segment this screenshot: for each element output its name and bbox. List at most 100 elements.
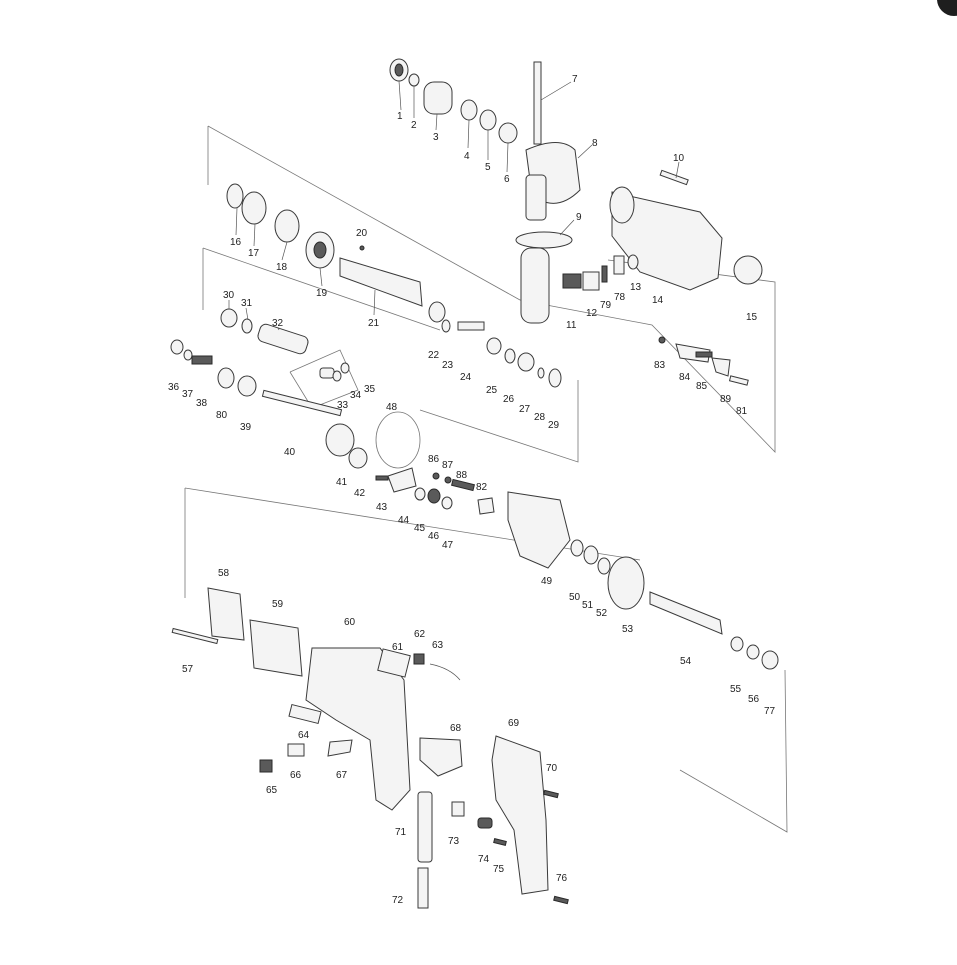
callout-27: 27 [519, 404, 531, 415]
callout-28: 28 [534, 412, 546, 423]
part-64 [288, 703, 322, 725]
part-75 [493, 838, 507, 846]
callout-40: 40 [284, 447, 296, 458]
callout-11: 11 [566, 320, 577, 331]
callout-82: 82 [476, 482, 488, 493]
part-36 [170, 339, 184, 355]
callout-15: 15 [746, 312, 758, 323]
part-13 [627, 254, 639, 270]
part-89 [711, 357, 731, 377]
callout-39: 39 [240, 422, 252, 433]
callout-62: 62 [414, 629, 426, 640]
callout-32: 32 [272, 318, 284, 329]
callout-30: 30 [223, 290, 235, 301]
callout-6: 6 [504, 174, 510, 185]
callout-58: 58 [218, 568, 230, 579]
part-83 [658, 336, 666, 344]
part-32 [257, 323, 309, 355]
callout-76: 76 [556, 873, 568, 884]
part-38 [191, 355, 213, 365]
callout-89: 89 [720, 394, 732, 405]
part-30 [220, 308, 238, 328]
part-35 [340, 362, 350, 374]
callout-61: 61 [392, 642, 404, 653]
part-81 [728, 375, 749, 386]
callout-47: 47 [442, 540, 454, 551]
callout-25: 25 [486, 385, 498, 396]
part-69 [491, 735, 549, 895]
callout-43: 43 [376, 502, 388, 513]
part-37 [183, 349, 193, 361]
callout-52: 52 [596, 608, 608, 619]
callout-5: 5 [485, 162, 491, 173]
callout-85: 85 [696, 381, 708, 392]
part-73 [451, 801, 465, 817]
callout-7: 7 [572, 74, 578, 85]
leader-lines [228, 80, 680, 331]
callout-21: 21 [368, 318, 380, 329]
callout-67: 67 [336, 770, 348, 781]
callout-17: 17 [248, 248, 260, 259]
part-57 [171, 627, 219, 645]
part-40 [261, 389, 343, 417]
callout-8: 8 [592, 138, 598, 149]
part-6 [498, 122, 518, 144]
callout-31: 31 [241, 298, 253, 309]
part-41 [325, 423, 355, 457]
part-80 [217, 367, 235, 389]
part-25 [486, 337, 502, 355]
callout-24: 24 [460, 372, 472, 383]
part-70 [543, 789, 559, 799]
callout-81: 81 [736, 406, 748, 417]
callout-84: 84 [679, 372, 691, 383]
part-65 [259, 759, 273, 773]
part-82 [477, 497, 495, 515]
callout-14: 14 [652, 295, 664, 306]
callout-86: 86 [428, 454, 440, 465]
parts-top [389, 58, 763, 324]
callout-41: 41 [336, 477, 348, 488]
part-45 [414, 487, 426, 501]
part-59 [249, 619, 303, 677]
callout-19: 19 [316, 288, 328, 299]
callout-10: 10 [673, 153, 685, 164]
callout-56: 56 [748, 694, 760, 705]
part-20 [359, 245, 365, 251]
part-14 [611, 191, 723, 291]
part-39 [237, 375, 257, 397]
part-66 [287, 743, 305, 757]
part-46 [427, 488, 441, 504]
callout-16: 16 [230, 237, 242, 248]
part-54 [649, 591, 723, 635]
callout-53: 53 [622, 624, 634, 635]
part-68 [419, 737, 463, 777]
callout-83: 83 [654, 360, 666, 371]
callout-34: 34 [350, 390, 362, 401]
part-58 [207, 587, 245, 641]
part-3 [423, 81, 453, 115]
part-24 [457, 321, 485, 331]
part-21 [339, 257, 423, 307]
part-22 [428, 301, 446, 323]
part-42 [348, 447, 368, 469]
part-49 [507, 491, 571, 569]
part-17 [241, 191, 267, 225]
callout-55: 55 [730, 684, 742, 695]
callout-73: 73 [448, 836, 460, 847]
part-4 [460, 99, 478, 121]
callout-70: 70 [546, 763, 558, 774]
callout-78: 78 [614, 292, 626, 303]
part-77 [761, 650, 779, 670]
part-88 [450, 478, 476, 492]
part-23 [441, 319, 451, 333]
callout-36: 36 [168, 382, 180, 393]
part-44 [387, 467, 417, 493]
callout-23: 23 [442, 360, 454, 371]
part-72 [417, 867, 429, 909]
part-52 [597, 557, 611, 575]
parts-middle [170, 183, 749, 515]
part-62 [413, 653, 425, 665]
callout-12: 12 [586, 308, 598, 319]
part-12 [582, 271, 600, 291]
